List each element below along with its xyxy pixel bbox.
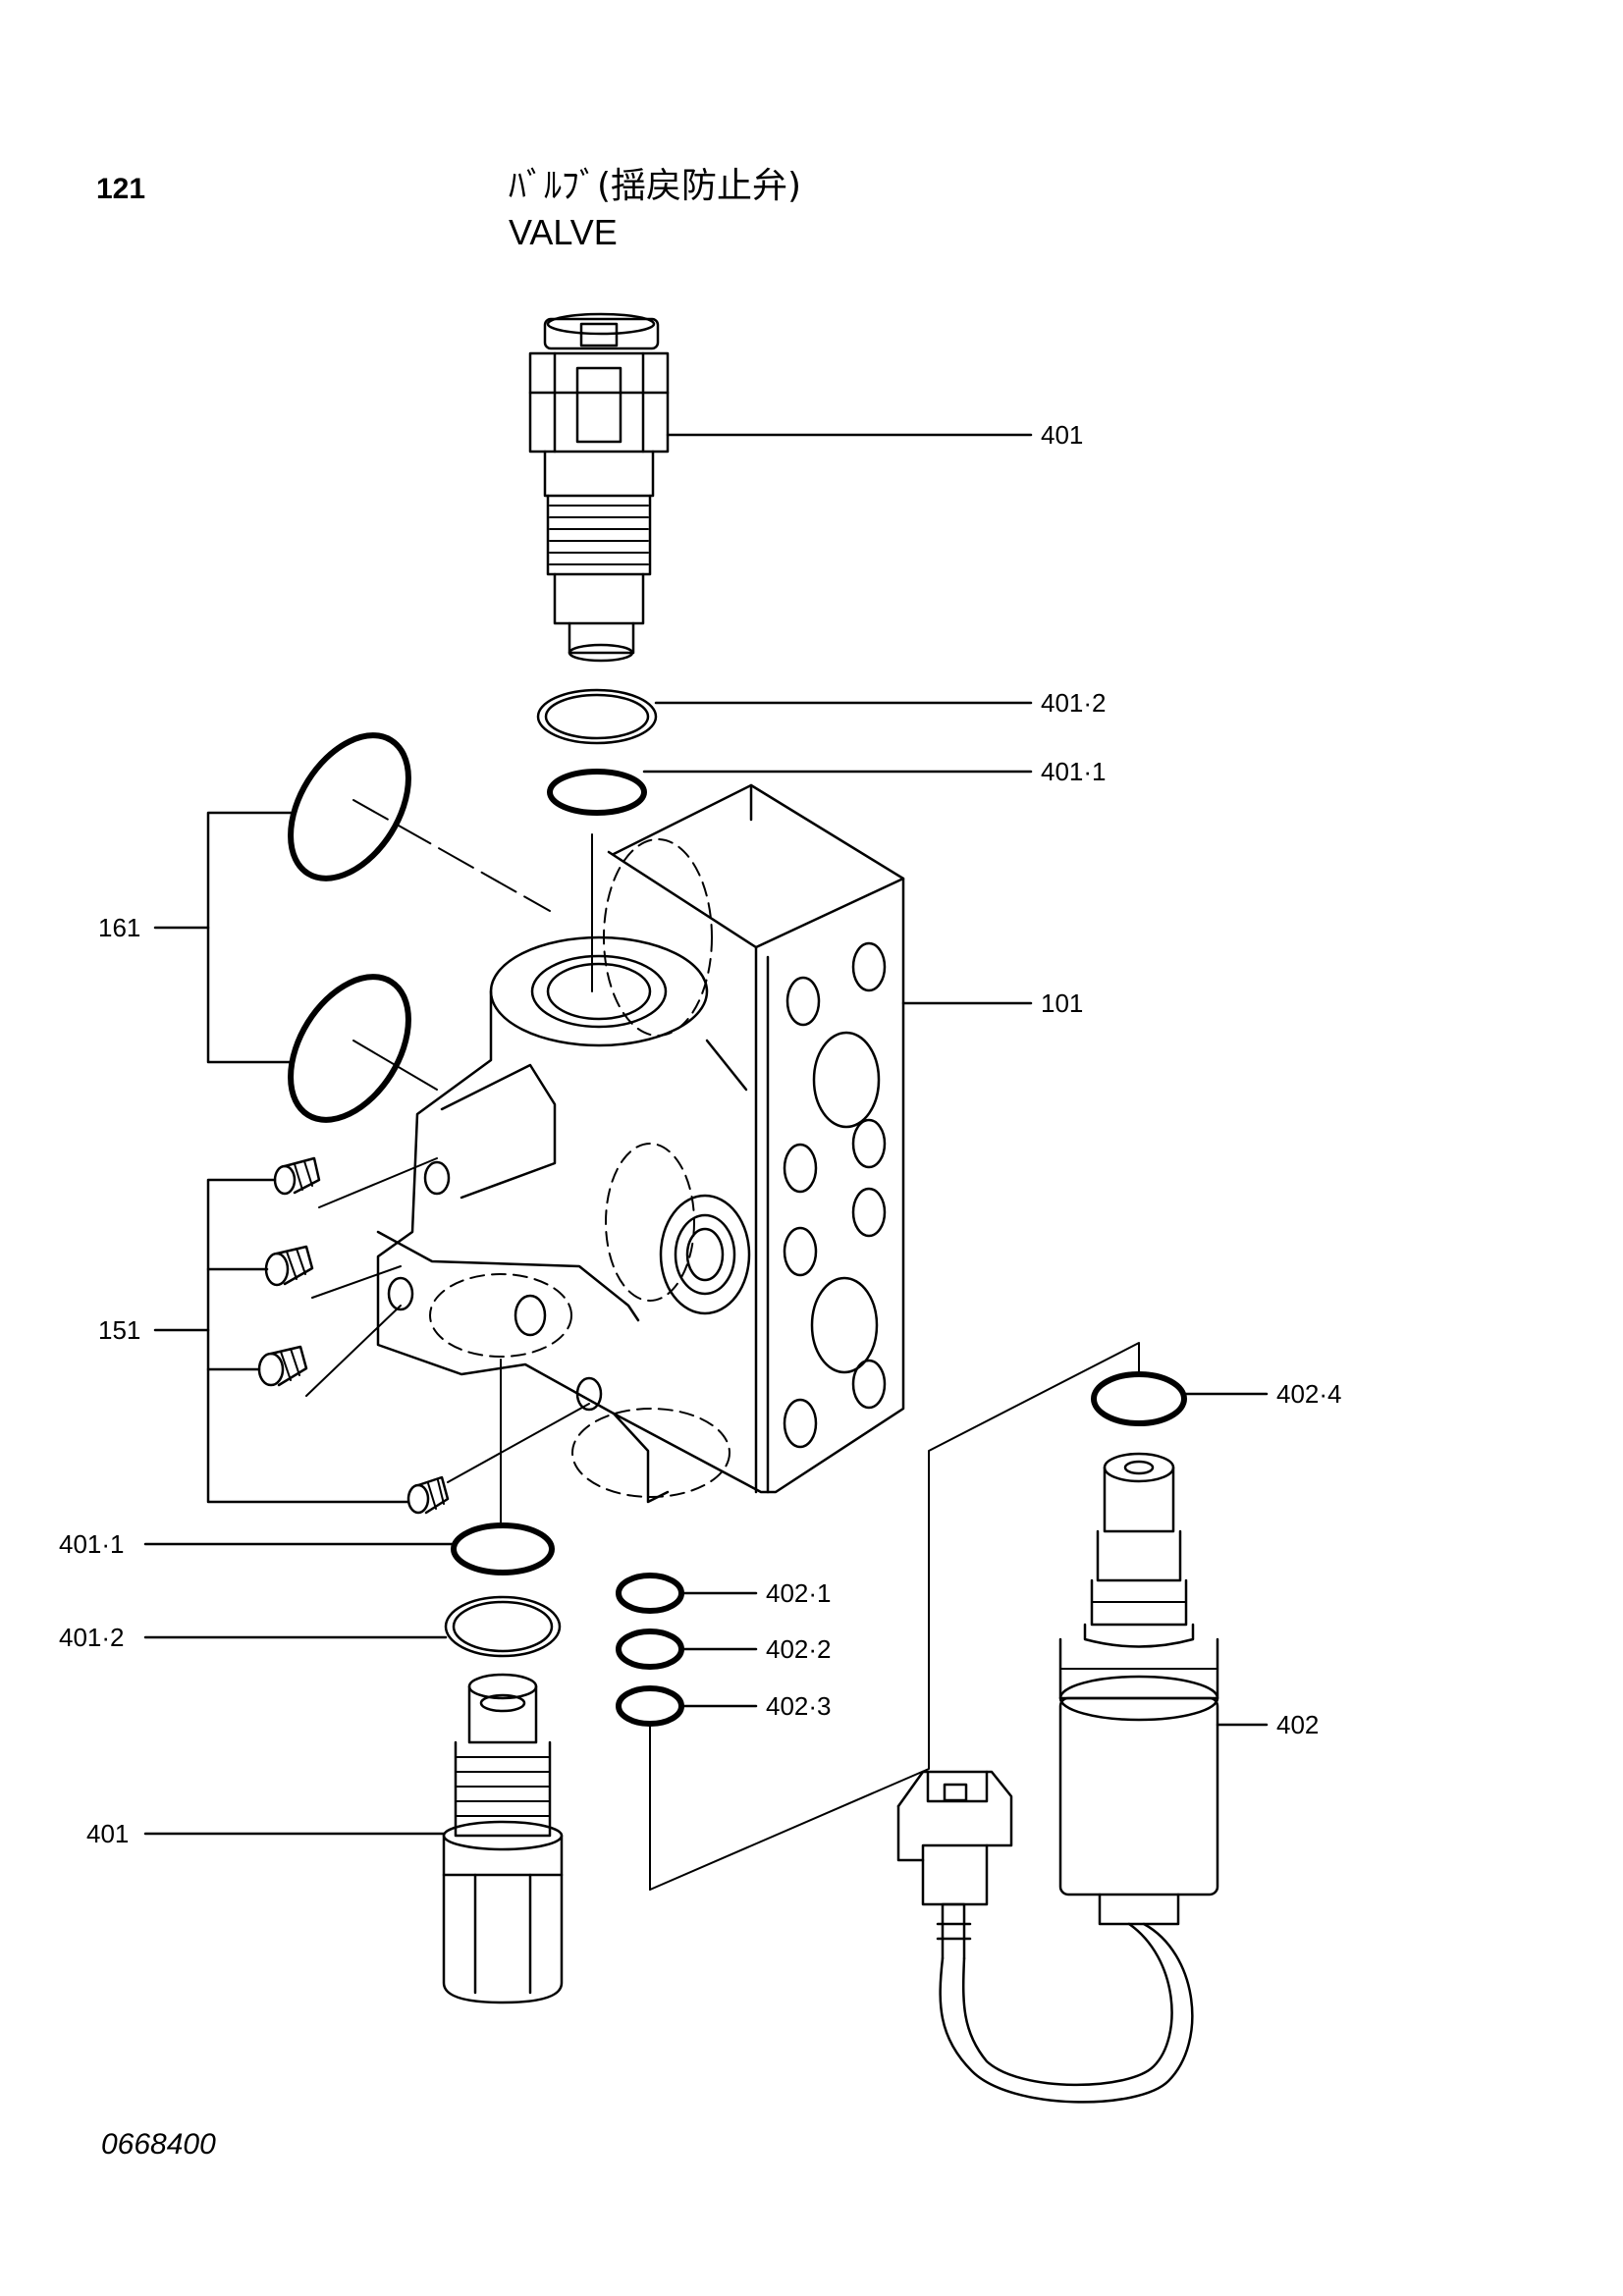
callout-401-2-bottom: 401·2 [59, 1623, 125, 1652]
thread-lines-bottom [456, 1757, 550, 1816]
callout-402-1: 402·1 [766, 1578, 832, 1608]
thread-lines-top [550, 506, 648, 564]
o-rings-161 [155, 715, 550, 1142]
plug-3 [259, 1347, 306, 1385]
valve-body [378, 785, 1031, 1502]
callout-151: 151 [98, 1315, 140, 1345]
plugs-151 [155, 1158, 589, 1513]
callout-402-3: 402·3 [766, 1691, 832, 1721]
page-number: 121 [96, 173, 146, 205]
relief-valve-bottom [145, 1675, 562, 2002]
callout-402-2: 402·2 [766, 1634, 832, 1664]
callout-401-top: 401 [1041, 420, 1083, 450]
bracket-161 [208, 813, 291, 1062]
title-japanese: ﾊﾞﾙﾌﾞ(揺戻防止弁) [509, 166, 802, 206]
callout-401-bottom: 401 [86, 1819, 129, 1848]
callout-401-2-top: 401·2 [1041, 688, 1107, 718]
callout-401-1-bottom: 401·1 [59, 1529, 125, 1559]
document-code: 0668400 [101, 2128, 216, 2161]
o-ring-402-4 [1094, 1374, 1267, 1423]
bracket-151 [208, 1180, 408, 1502]
solenoid-valve [898, 1454, 1267, 2102]
o-ring-top [550, 772, 1031, 813]
callout-401-1-top: 401·1 [1041, 757, 1107, 786]
backup-ring-bottom [145, 1597, 560, 1656]
callout-labels: 401 401·2 401·1 161 101 151 402·4 401·1 … [59, 420, 1342, 1848]
title-english: VALVE [509, 212, 618, 252]
plug-1 [275, 1158, 319, 1194]
relief-valve-top [530, 314, 1031, 661]
backup-ring-top [538, 690, 1031, 743]
callout-402: 402 [1276, 1710, 1319, 1739]
plug-4 [408, 1477, 448, 1513]
callout-101: 101 [1041, 988, 1083, 1018]
o-rings-402 [619, 1343, 1139, 1890]
o-ring-bottom [145, 1360, 552, 1573]
callout-402-4: 402·4 [1276, 1379, 1342, 1409]
callout-161: 161 [98, 913, 140, 942]
plug-2 [266, 1247, 312, 1285]
